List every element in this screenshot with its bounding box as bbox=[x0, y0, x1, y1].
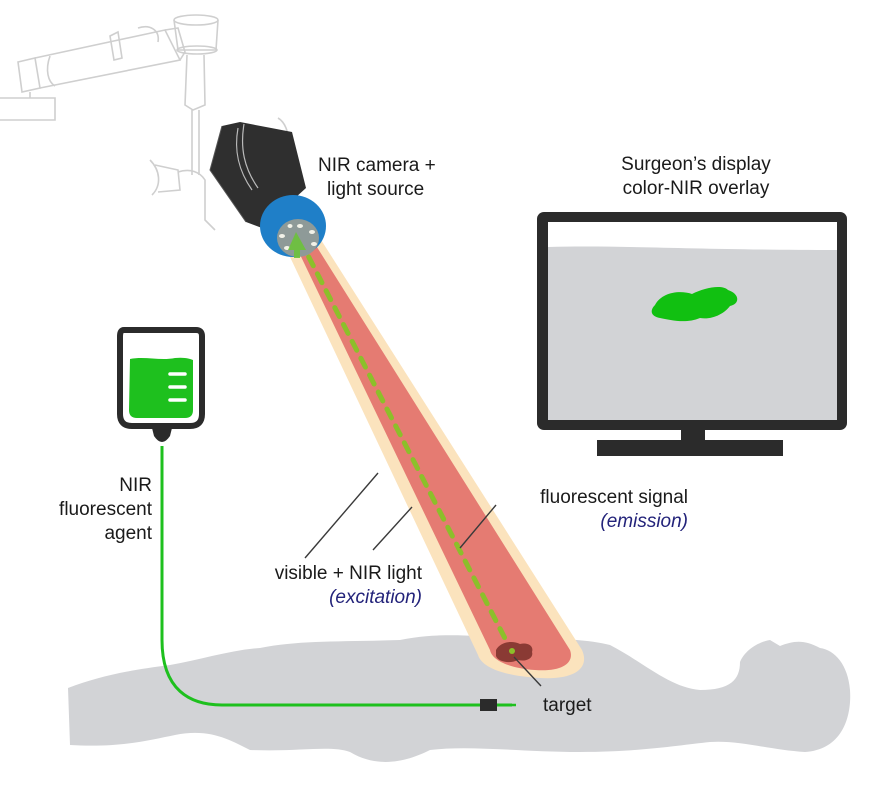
iv-bag bbox=[117, 327, 205, 442]
agent-label: NIR fluorescent agent bbox=[50, 474, 152, 546]
agent-label-line1: NIR bbox=[119, 475, 152, 496]
agent-label-line2: fluorescent bbox=[59, 499, 152, 520]
iv-tube bbox=[160, 446, 512, 707]
patient-body bbox=[68, 635, 851, 762]
camera-label-line1: NIR camera + bbox=[318, 155, 436, 176]
camera-label: NIR camera + light source bbox=[318, 154, 436, 202]
excitation-beam-inner bbox=[293, 236, 571, 671]
display-label-line1: Surgeon’s display bbox=[621, 154, 771, 175]
overlay-fluorescence-blob bbox=[651, 287, 738, 322]
led-dots bbox=[279, 224, 317, 250]
emission-label-line2: (emission) bbox=[600, 511, 688, 532]
emission-label: fluorescent signal (emission) bbox=[500, 486, 688, 534]
surgical-arm-sketch bbox=[0, 14, 290, 231]
surgeon-display bbox=[537, 212, 847, 456]
excitation-label: visible + NIR light (excitation) bbox=[240, 562, 422, 610]
agent-label-line3: agent bbox=[104, 523, 152, 544]
display-label: Surgeon’s display color-NIR overlay bbox=[591, 153, 801, 201]
emission-signal-line bbox=[297, 237, 515, 655]
nir-camera bbox=[209, 122, 326, 258]
excitation-label-line1: visible + NIR light bbox=[274, 563, 422, 584]
display-label-line2: color-NIR overlay bbox=[622, 178, 770, 199]
target-label: target bbox=[543, 694, 592, 718]
leader-lines bbox=[304, 472, 542, 687]
emission-label-line1: fluorescent signal bbox=[540, 487, 688, 508]
camera-label-line2: light source bbox=[327, 179, 425, 200]
target-center-dot bbox=[509, 648, 515, 654]
catheter-hub bbox=[480, 699, 497, 711]
excitation-label-line2: (excitation) bbox=[329, 587, 422, 608]
target-label-text: target bbox=[543, 695, 592, 716]
